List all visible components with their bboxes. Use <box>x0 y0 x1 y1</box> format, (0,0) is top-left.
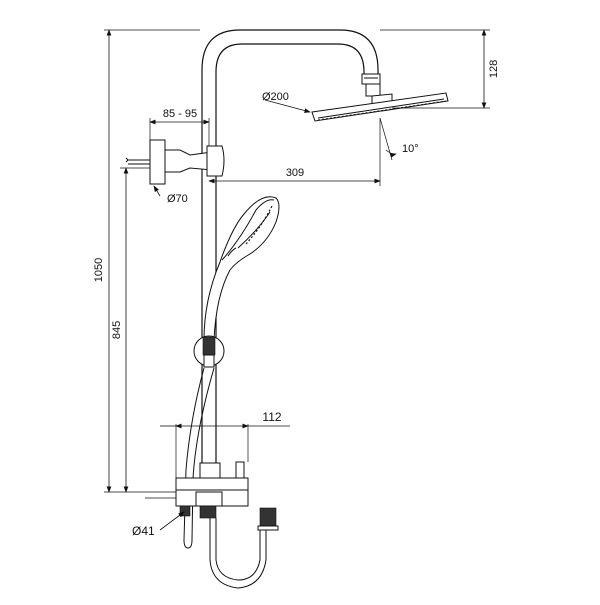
head-diameter-label: Ø200 <box>262 91 289 103</box>
mixer-width-label: 112 <box>262 410 281 424</box>
hand-shower <box>203 196 280 341</box>
mixer-body <box>175 461 279 531</box>
wall-offset-label: 85 - 95 <box>163 108 197 120</box>
head-height-label: 128 <box>488 60 500 78</box>
slider-holder <box>193 335 225 368</box>
outlet-diameter-label: Ø41 <box>132 524 155 538</box>
bracket-diameter-label: Ø70 <box>167 193 188 205</box>
height-total-label: 1050 <box>93 258 105 282</box>
wall-bracket <box>125 139 225 185</box>
extension-lines <box>104 29 490 499</box>
arm-reach-label: 309 <box>286 167 304 179</box>
shower-column <box>201 29 381 480</box>
shower-hose <box>183 367 267 589</box>
overhead-shower-head <box>311 92 449 122</box>
tilt-angle-label: 10° <box>402 143 419 155</box>
height-slider-label: 845 <box>111 321 123 339</box>
dimension-lines <box>106 29 487 531</box>
